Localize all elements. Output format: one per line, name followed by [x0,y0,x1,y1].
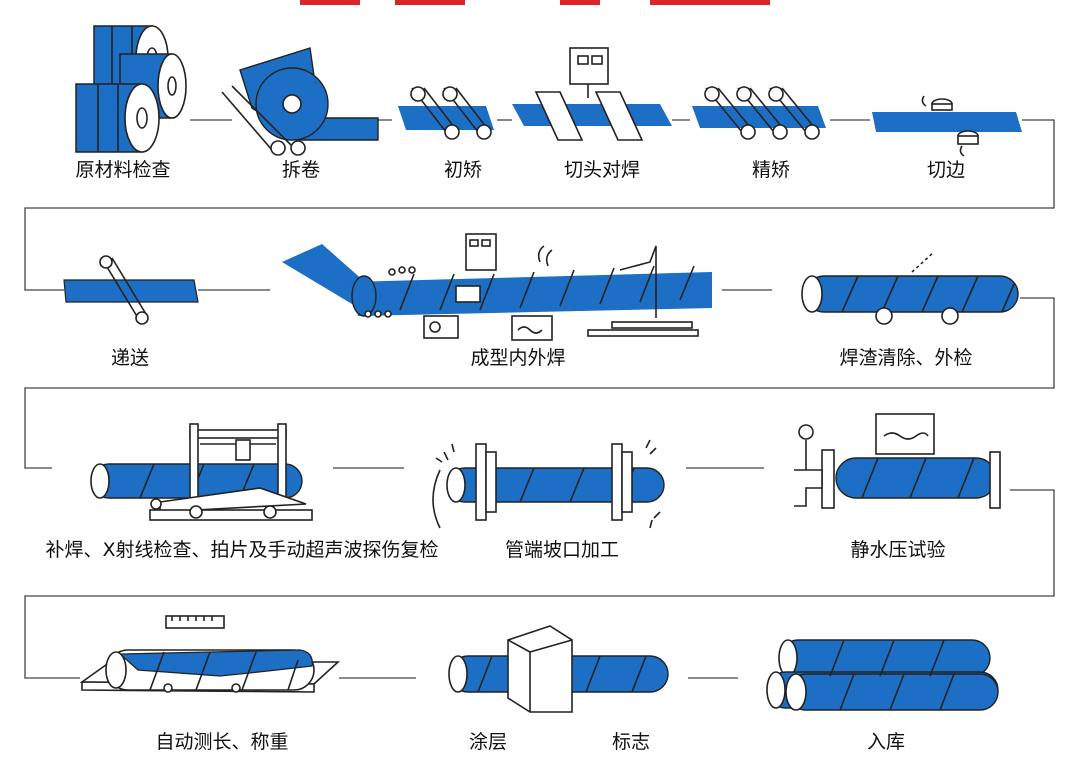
step-label-warehousing: 入库 [867,731,905,753]
xray-inspection-illustration [90,423,313,521]
slag-removal-illustration [801,251,1019,325]
step-label-forming-welding: 成型内外焊 [470,347,565,369]
step-label-xray-inspection: 补焊、X射线检查、拍片及手动超声波探伤复检 [45,539,438,561]
step-label-length-weigh: 自动测长、称重 [155,731,288,753]
warehousing-illustration [766,639,999,711]
initial-straightening-illustration [398,86,494,140]
step-label-butt-weld: 切头对焊 [564,159,640,181]
butt-weld-illustration [512,47,672,141]
forming-welding-illustration [282,233,712,341]
coating-marking-illustration [448,625,669,713]
length-weigh-illustration [79,615,341,693]
step-label-fine-straightening: 精矫 [752,159,790,181]
conveying-illustration [63,255,199,325]
step-label-coating: 涂层 [469,731,507,753]
beveling-illustration [432,439,665,529]
hydrostatic-test-illustration [794,413,1001,509]
fine-straightening-illustration [692,86,826,140]
step-label-beveling: 管端坡口加工 [505,539,619,561]
coils-illustration [75,25,187,153]
step-label-marking: 标志 [612,731,650,753]
header-title-fragment [300,0,770,5]
uncoiling-illustration [221,47,379,156]
step-label-uncoiling: 拆卷 [282,159,320,181]
edge-trimming-illustration [872,95,1022,157]
step-label-initial-straightening: 初矫 [444,159,482,181]
step-label-hydrostatic-test: 静水压试验 [850,539,945,561]
step-label-slag-removal: 焊渣清除、外检 [839,347,972,369]
step-label-edge-trimming: 切边 [927,159,965,181]
step-label-conveying: 递送 [111,347,149,369]
flow-connectors [24,119,1055,679]
step-label-raw-material: 原材料检查 [75,159,170,181]
